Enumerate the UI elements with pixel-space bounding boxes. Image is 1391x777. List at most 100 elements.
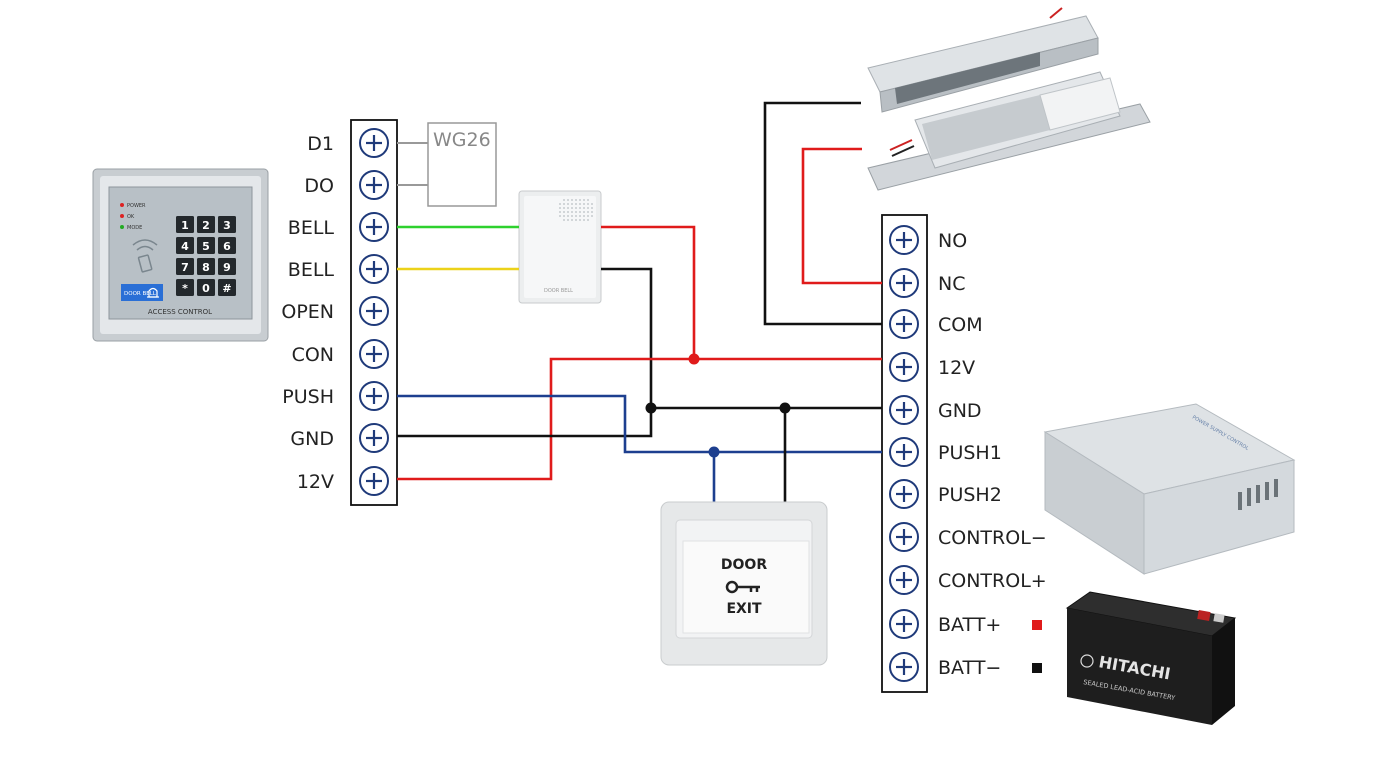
terminal-label: CON (292, 344, 334, 366)
right-terminal-row: NO (889, 225, 967, 255)
keypad-key-label: 1 (181, 219, 189, 232)
indicator-label: OK (127, 214, 135, 220)
left-terminal-row: BELL (288, 254, 389, 284)
indicator-label: MODE (127, 225, 142, 231)
wire-bell-black (601, 267, 653, 408)
left-terminal-row: D1 (307, 128, 389, 158)
terminal-label: COM (938, 314, 983, 336)
wire-12v (397, 357, 882, 481)
right-terminal-row: GND (889, 395, 982, 425)
keypad-key: 9 (218, 258, 236, 275)
terminal-screw-icon (359, 423, 389, 453)
wire-bell-red (601, 225, 696, 359)
right-terminal-row: COM (889, 309, 983, 339)
right-terminal-row: 12V (889, 352, 975, 382)
keypad-key: 4 (176, 237, 194, 254)
magnetic-lock (867, 7, 1099, 113)
doorbell-caption: DOOR BELL (544, 288, 573, 294)
terminal-screw-icon (889, 565, 919, 595)
terminal-screw-icon (889, 609, 919, 639)
terminal-screw-icon (889, 395, 919, 425)
keypad-key: 2 (197, 216, 215, 233)
terminal-screw-icon (889, 479, 919, 509)
terminal-screw-icon (359, 296, 389, 326)
terminal-label: 12V (297, 471, 334, 493)
left-terminal-row: PUSH (282, 381, 389, 411)
bolt-lock (867, 71, 1151, 191)
indicator-label: POWER (127, 203, 146, 209)
keypad-key: 5 (197, 237, 215, 254)
keypad-key-label: 6 (223, 240, 231, 253)
keypad-key-label: # (222, 282, 231, 295)
exit-button-line1: DOOR (721, 557, 767, 573)
terminal-label: OPEN (281, 301, 334, 323)
wire-lock-black (763, 101, 882, 326)
terminal-label: GND (938, 400, 982, 422)
right-terminal-row: CONTROL− (889, 522, 1047, 552)
keypad-key-label: 9 (223, 261, 231, 274)
terminal-label: BATT+ (938, 614, 1001, 636)
junction-dot (688, 353, 700, 365)
terminal-screw-icon (359, 381, 389, 411)
terminal-screw-icon (889, 437, 919, 467)
terminal-label: CONTROL− (938, 527, 1047, 549)
bell-icon (147, 287, 159, 298)
door-bell: DOOR BELL (518, 190, 602, 304)
terminal-label: BELL (288, 217, 335, 239)
keypad-key: 1 (176, 216, 194, 233)
terminal-screw-icon (889, 309, 919, 339)
terminal-screw-icon (359, 466, 389, 496)
right-terminal-row: PUSH1 (889, 437, 1002, 467)
right-terminal-row: NC (889, 268, 965, 298)
batt-minus-marker (1032, 663, 1042, 673)
keypad-key-label: 2 (202, 219, 210, 232)
wire-gnd-left (397, 408, 653, 438)
terminal-screw-icon (889, 225, 919, 255)
terminal-label: PUSH2 (938, 484, 1002, 506)
terminal-label: GND (290, 428, 334, 450)
terminal-label: 12V (938, 357, 975, 379)
keypad-key-label: 5 (202, 240, 210, 253)
vent-slots (1238, 479, 1278, 510)
keypad-key: * (176, 279, 194, 296)
wire-lock-red (801, 147, 882, 285)
right-terminal-row: PUSH2 (889, 479, 1002, 509)
keypad-key: 6 (218, 237, 236, 254)
terminal-label: PUSH (282, 386, 334, 408)
terminal-label: PUSH1 (938, 442, 1002, 464)
terminal-screw-icon (889, 352, 919, 382)
terminal-screw-icon (359, 339, 389, 369)
terminal-screw-icon (889, 522, 919, 552)
hitachi-logo-icon (1080, 654, 1094, 668)
left-terminal-row: DO (304, 170, 389, 200)
terminal-screw-icon (359, 128, 389, 158)
keypad-key-label: 7 (181, 261, 189, 274)
keypad-key: # (218, 279, 236, 296)
terminal-label: D1 (307, 133, 334, 155)
speaker-grille (559, 199, 593, 221)
keypad-caption: ACCESS CONTROL (148, 308, 212, 316)
left-terminal-row: BELL (288, 212, 389, 242)
doorbell-key-label: DOOR BELL (124, 291, 157, 297)
key-icon (725, 580, 760, 594)
keypad-indicators: POWER OK MODE (120, 203, 146, 231)
terminal-screw-icon (359, 254, 389, 284)
exit-button-line2: EXIT (726, 601, 762, 617)
keypad-key: 3 (218, 216, 236, 233)
keypad-key: 7 (176, 258, 194, 275)
wiegand-label: WG26 (433, 129, 491, 151)
rfid-icon (132, 239, 158, 273)
right-terminal-row: CONTROL+ (889, 565, 1047, 595)
junction-dot (708, 446, 720, 458)
junction-dot (645, 402, 657, 414)
terminal-label: DO (304, 175, 334, 197)
terminal-screw-icon (359, 170, 389, 200)
terminal-label: NO (938, 230, 967, 252)
terminal-screw-icon (359, 212, 389, 242)
terminal-screw-icon (889, 652, 919, 682)
